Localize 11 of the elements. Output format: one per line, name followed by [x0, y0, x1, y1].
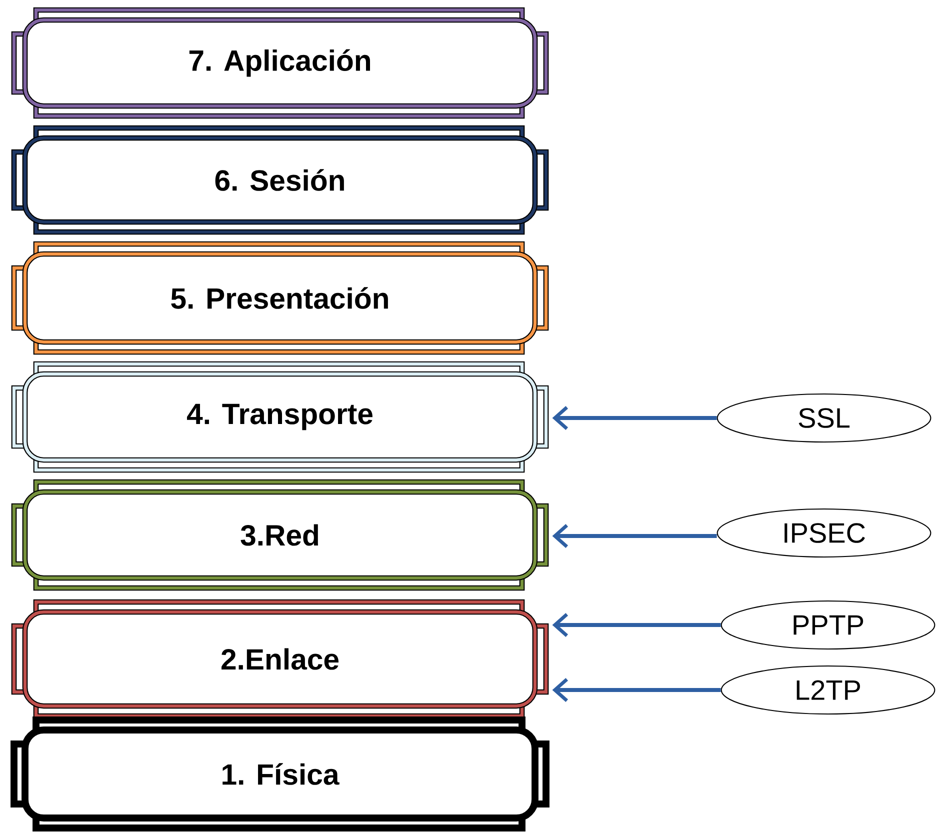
arrow	[552, 406, 717, 430]
arrow	[552, 678, 721, 702]
arrow	[552, 613, 721, 637]
layer-box: 6. Sesión	[11, 125, 549, 235]
layer-box: 3.Red	[11, 479, 549, 591]
layer-box: 7. Aplicación	[11, 7, 549, 119]
layer-box: 2.Enlace	[11, 599, 549, 719]
layer-box: 1. Física	[10, 716, 550, 832]
layer-box: 4. Transporte	[11, 361, 549, 473]
layer-box: 5. Presentación	[11, 241, 549, 355]
arrow	[552, 524, 717, 548]
